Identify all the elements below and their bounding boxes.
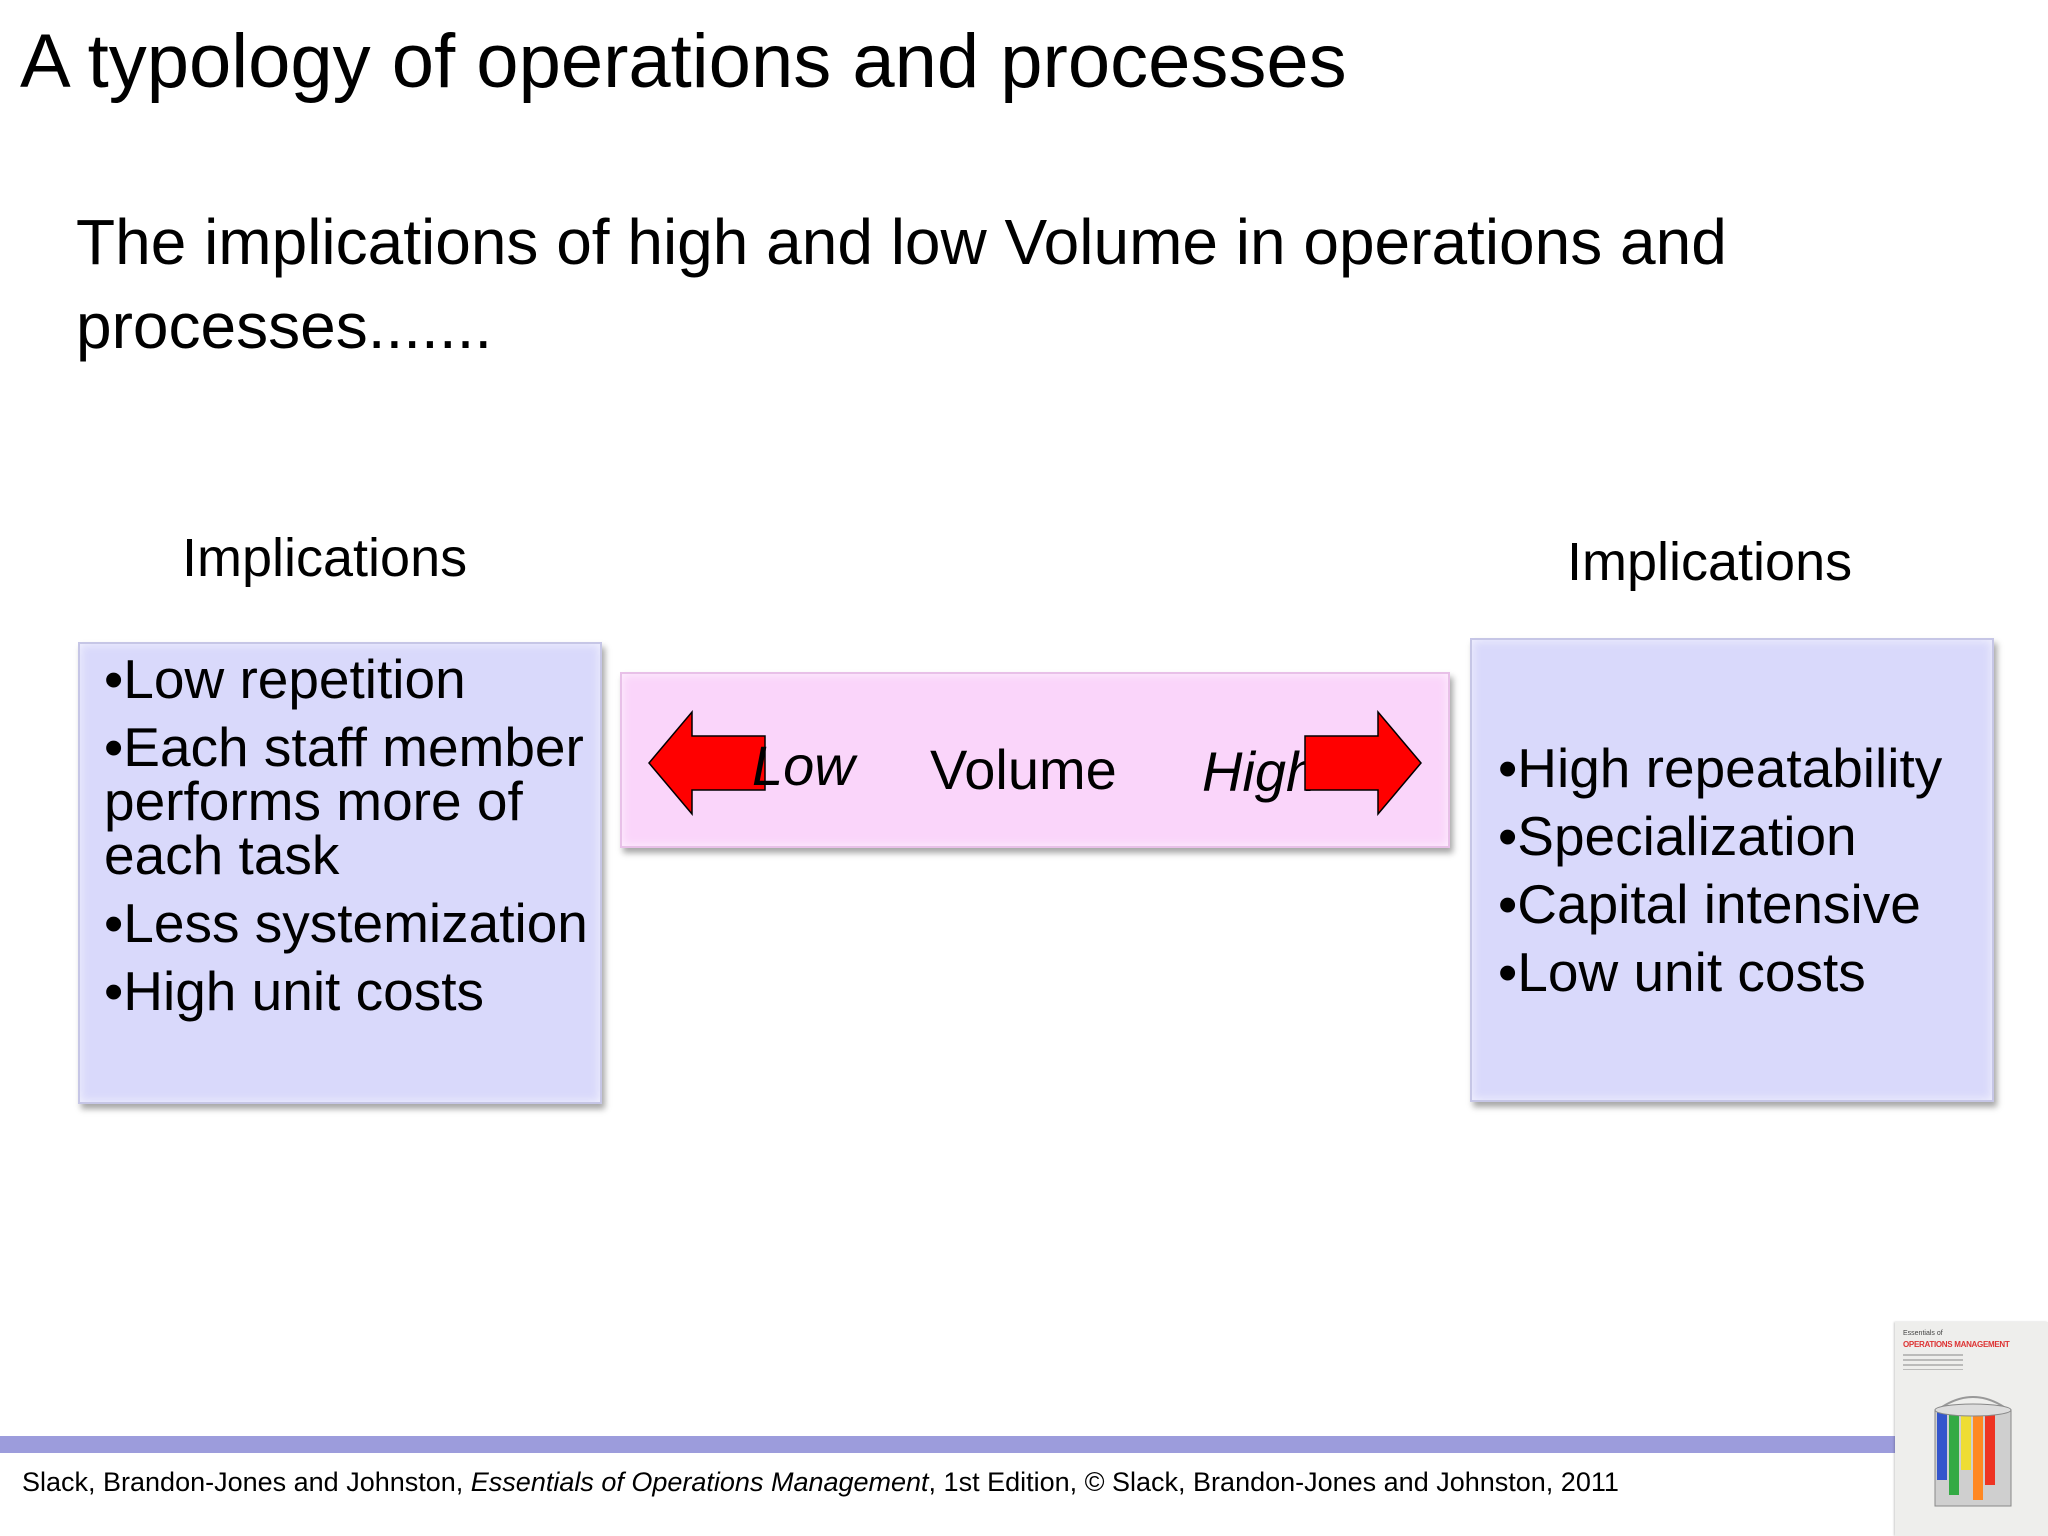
volume-scale: Low Volume High <box>620 672 1450 848</box>
left-implications-heading: Implications <box>182 528 468 588</box>
list-item: •Less systemization <box>104 892 588 954</box>
book-cover-thumbnail: Essentials of OPERATIONS MANAGEMENT <box>1895 1322 2048 1536</box>
footer-book-title: Essentials of Operations Management <box>470 1467 929 1497</box>
volume-high-label: High <box>1202 740 1318 803</box>
bullet-icon: • <box>1498 805 1518 867</box>
bullet-icon: • <box>104 716 124 778</box>
list-item: •Low unit costs <box>1498 941 1866 1003</box>
footer-divider-bar <box>0 1436 1896 1453</box>
list-item: •Low repetition <box>104 648 466 710</box>
list-item: •Each staff member performs more of each… <box>104 716 584 886</box>
high-volume-list: •High repeatability •Specialization •Cap… <box>1498 734 1942 1006</box>
bullet-icon: • <box>1498 737 1518 799</box>
bullet-icon: • <box>104 960 124 1022</box>
high-volume-implications-box: •High repeatability •Specialization •Cap… <box>1470 638 1994 1102</box>
bullet-icon: • <box>104 892 124 954</box>
slide-subtitle: The implications of high and low Volume … <box>76 206 1727 362</box>
list-item: •High unit costs <box>104 960 484 1022</box>
bullet-icon: • <box>1498 941 1518 1003</box>
right-arrow-icon <box>1304 710 1422 816</box>
volume-label: Volume <box>930 738 1117 801</box>
bullet-icon: • <box>1498 873 1518 935</box>
list-item: •High repeatability <box>1498 737 1943 799</box>
list-item: •Capital intensive <box>1498 873 1921 935</box>
list-item: •Specialization <box>1498 805 1857 867</box>
slide-title: A typology of operations and processes <box>20 19 1347 104</box>
volume-low-label: Low <box>752 734 855 797</box>
low-volume-list: •Low repetition •Each staff member perfo… <box>104 648 588 1022</box>
left-arrow-icon <box>648 710 766 816</box>
low-volume-implications-box: •Low repetition •Each staff member perfo… <box>78 642 602 1104</box>
bullet-icon: • <box>104 648 124 710</box>
right-implications-heading: Implications <box>1567 532 1853 592</box>
paint-can-icon <box>1934 1396 2012 1507</box>
footer-citation: Slack, Brandon-Jones and Johnston, Essen… <box>22 1467 1619 1497</box>
